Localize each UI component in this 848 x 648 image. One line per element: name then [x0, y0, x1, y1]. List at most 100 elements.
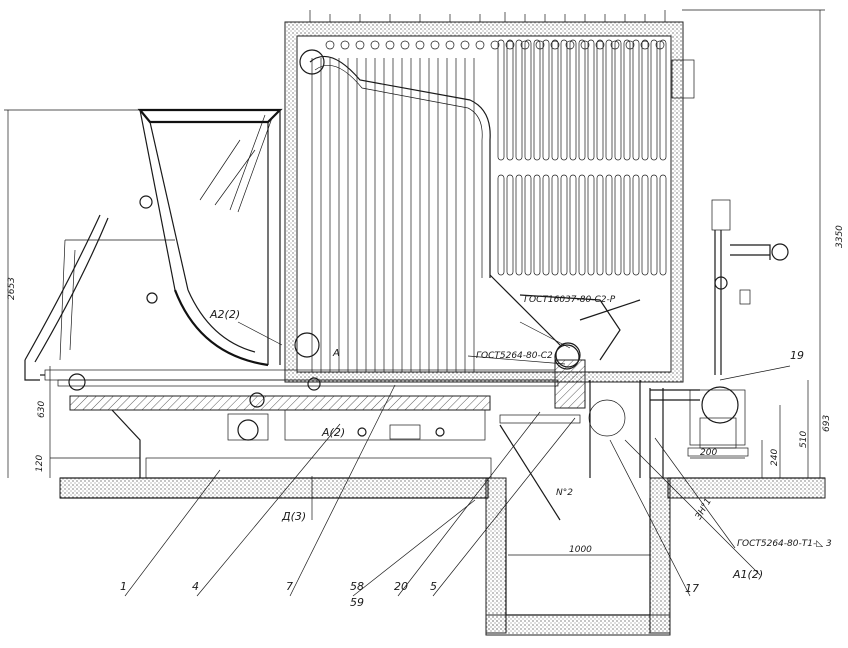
header-stub: [385, 40, 395, 50]
labels: 3350 2653 630 120 693 510 240 200 1000 1…: [7, 225, 845, 609]
convective-tube: [506, 174, 514, 276]
dim-630: 630: [37, 401, 47, 418]
convective-tube: [506, 39, 514, 161]
gost-c2p: ГОСТ16037-80-С2-Р: [524, 295, 616, 305]
callout-d3: Д(3): [281, 510, 306, 523]
convective-tube: [605, 39, 613, 161]
drum-header: [299, 49, 325, 75]
convective-tube: [587, 39, 595, 161]
dim-2653: 2653: [7, 277, 17, 300]
convective-tube: [560, 39, 568, 161]
dimension-lines: [4, 9, 825, 556]
convective-tube: [587, 174, 595, 276]
header-stub: [355, 40, 365, 50]
convective-tube: [497, 174, 505, 276]
header-stub: [595, 40, 605, 50]
callout-zn1: ЗН°1: [694, 497, 714, 522]
convective-tube: [515, 39, 523, 161]
convective-tube: [596, 174, 604, 276]
convective-tube: [614, 174, 622, 276]
callout-4: 4: [192, 580, 199, 593]
dim-693: 693: [822, 415, 832, 432]
convective-tube: [533, 174, 541, 276]
pump-unit: [650, 59, 789, 457]
ground-foundation: [59, 457, 826, 636]
convective-tube: [641, 174, 649, 276]
convective-tube: [551, 39, 559, 161]
callout-a-mark: A: [332, 348, 340, 359]
header-stub: [430, 40, 440, 50]
header-stub: [475, 40, 485, 50]
callout-a1: A1(2): [732, 568, 763, 581]
callout-1: 1: [120, 580, 127, 593]
convective-tube: [623, 39, 631, 161]
header-stub: [505, 40, 515, 50]
header-stub: [415, 40, 425, 50]
callout-58: 58: [350, 580, 364, 593]
callout-a2-low: A(2): [321, 426, 345, 439]
drum-header: [294, 332, 320, 358]
convective-tube: [578, 39, 586, 161]
callout-5: 5: [430, 580, 437, 593]
dim-120: 120: [35, 455, 45, 472]
convective-tube: [605, 174, 613, 276]
header-stub: [655, 40, 665, 50]
gost-t1: ГОСТ5264-80-Т1-◺ 3: [737, 539, 832, 549]
convective-tube: [623, 174, 631, 276]
convective-tube: [569, 39, 577, 161]
header-stub: [640, 40, 650, 50]
convective-tube: [497, 39, 505, 161]
callout-7: 7: [286, 580, 293, 593]
callout-19: 19: [790, 349, 804, 362]
convective-tube: [632, 174, 640, 276]
convective-tube: [650, 174, 658, 276]
convective-tube: [560, 174, 568, 276]
header-stub: [445, 40, 455, 50]
header-stub: [325, 40, 335, 50]
callout-59: 59: [350, 596, 364, 609]
header-stub: [550, 40, 560, 50]
return-pipe-inner: [314, 65, 483, 278]
header-stub: [370, 40, 380, 50]
header-stub: [400, 40, 410, 50]
convective-tube: [614, 39, 622, 161]
header-stub: [535, 40, 545, 50]
boiler-body: [284, 10, 684, 383]
convective-tube: [542, 39, 550, 161]
return-pipe: [309, 55, 491, 278]
header-stub: [565, 40, 575, 50]
convective-tube: [533, 39, 541, 161]
convective-tube: [650, 39, 658, 161]
convective-tube: [524, 174, 532, 276]
leader-lines: [124, 321, 791, 597]
convective-tube: [542, 174, 550, 276]
convective-tube: [515, 174, 523, 276]
convective-tube: [596, 39, 604, 161]
callout-a2-top: A2(2): [209, 308, 240, 321]
dim-1000: 1000: [569, 545, 592, 555]
convective-tube: [551, 174, 559, 276]
dim-3350: 3350: [835, 225, 845, 248]
convective-tube: [632, 39, 640, 161]
convective-tube: [659, 174, 667, 276]
dim-240: 240: [770, 449, 780, 466]
convective-tube: [659, 39, 667, 161]
furnace-tube-bank: [294, 39, 667, 372]
convective-tube: [641, 39, 649, 161]
header-stub: [340, 40, 350, 50]
header-stub: [520, 40, 530, 50]
convective-tube: [578, 174, 586, 276]
header-stub: [490, 40, 500, 50]
dim-200: 200: [700, 448, 717, 458]
convective-tube: [524, 39, 532, 161]
callout-17: 17: [685, 582, 699, 595]
header-stub: [610, 40, 620, 50]
header-stub: [460, 40, 470, 50]
fuel-hopper: [24, 108, 283, 381]
dim-510: 510: [799, 431, 809, 448]
structure-misc: [489, 274, 664, 521]
callout-20: 20: [394, 580, 408, 593]
callout-n2: N°2: [556, 488, 573, 498]
convective-tube: [569, 174, 577, 276]
